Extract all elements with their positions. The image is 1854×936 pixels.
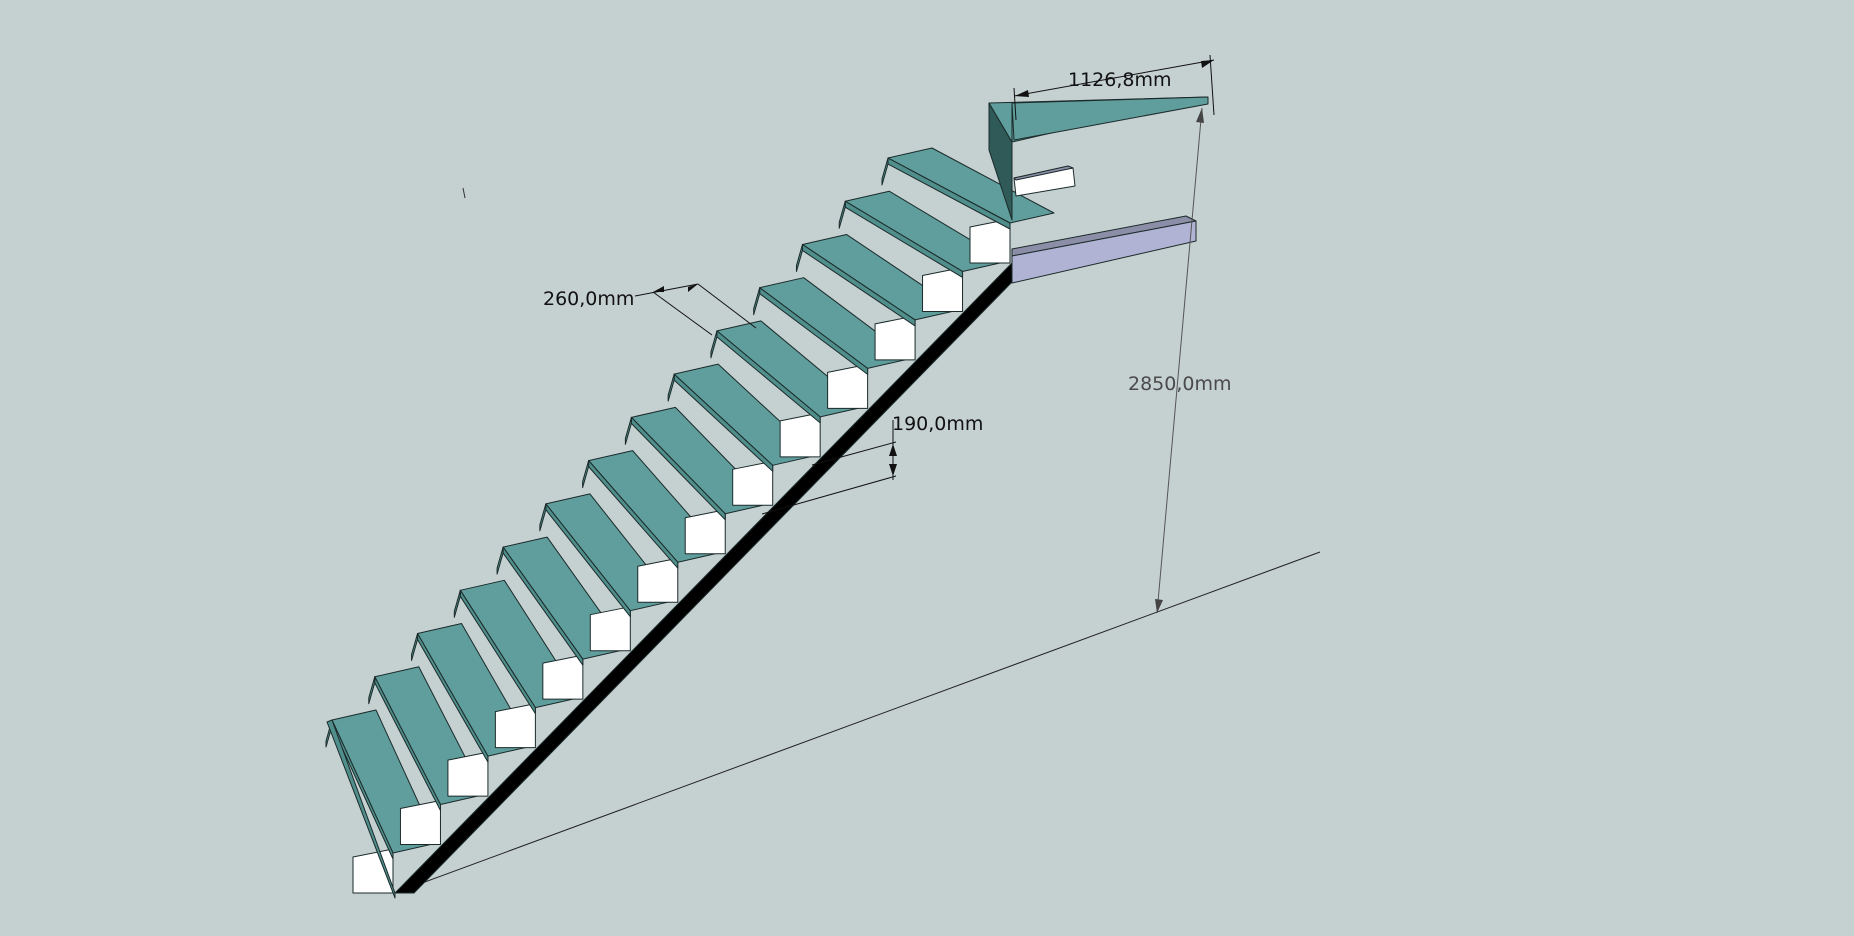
riser-9 <box>732 460 774 506</box>
height-dim-line <box>1156 107 1203 614</box>
tread-dim-label: 260,0mm <box>543 288 634 310</box>
riser-ext-line-2 <box>761 475 897 515</box>
riser-ext-line-1 <box>811 441 897 466</box>
riser-10 <box>779 412 821 458</box>
riser-4 <box>494 703 536 749</box>
floor-beam <box>1011 220 1197 284</box>
riser-arrow-1 <box>889 444 897 456</box>
landing-ext-line-2 <box>1209 54 1215 116</box>
step-side-8 <box>624 416 632 445</box>
tread-arrow-2 <box>688 284 698 292</box>
tread-ext-line-2 <box>697 283 757 329</box>
tread-arrow-1 <box>653 286 664 292</box>
step-side-12 <box>795 243 803 272</box>
step-side-5 <box>496 546 504 575</box>
height-arrow-top <box>1196 108 1204 123</box>
landing-arrow-2 <box>1201 60 1214 68</box>
step-side-3 <box>411 633 419 662</box>
riser-3 <box>447 751 489 797</box>
landing-width-dimension: 1126,8mm <box>1013 54 1215 121</box>
landing-plate <box>1011 96 1209 141</box>
steps-group <box>325 147 1055 899</box>
riser-2 <box>399 800 441 846</box>
floor-line <box>394 551 1321 894</box>
stringer <box>394 262 1013 894</box>
bottom-step-face <box>326 719 396 899</box>
tread-dim-line <box>634 283 699 297</box>
height-dim-label: 2850,0mm <box>1128 373 1232 395</box>
step-side-13 <box>838 200 846 229</box>
landing-dim-label: 1126,8mm <box>1068 69 1172 91</box>
landing-dim-line <box>1013 59 1215 97</box>
landing-riser-top <box>1013 165 1074 181</box>
step-side-14 <box>881 157 889 186</box>
tread-ext-line-1 <box>652 291 713 336</box>
step-side-11 <box>753 287 761 316</box>
total-height-dimension: 2850,0mm <box>1128 107 1232 614</box>
riser-7 <box>637 557 679 603</box>
riser-dimension: 190,0mm <box>761 413 983 515</box>
stray-mark <box>462 187 466 199</box>
height-arrow-bottom <box>1155 599 1163 613</box>
riser-12 <box>874 315 916 361</box>
step-side-6 <box>539 503 547 532</box>
riser-11 <box>827 363 869 409</box>
landing <box>988 96 1209 284</box>
landing-ext-line-1 <box>1013 87 1017 121</box>
step-side-2 <box>368 676 376 705</box>
riser-dim-label: 190,0mm <box>892 413 983 435</box>
riser-13 <box>922 266 964 312</box>
tread-dimension: 260,0mm <box>543 283 757 336</box>
step-side-10 <box>710 330 718 359</box>
riser-arrow-2 <box>889 464 897 476</box>
riser-8 <box>684 509 726 555</box>
landing-arrow-1 <box>1015 90 1029 97</box>
step-side-4 <box>453 589 461 618</box>
step-side-9 <box>667 373 675 402</box>
step-side-7 <box>582 460 590 489</box>
riser-6 <box>589 606 631 652</box>
riser-5 <box>542 654 584 700</box>
